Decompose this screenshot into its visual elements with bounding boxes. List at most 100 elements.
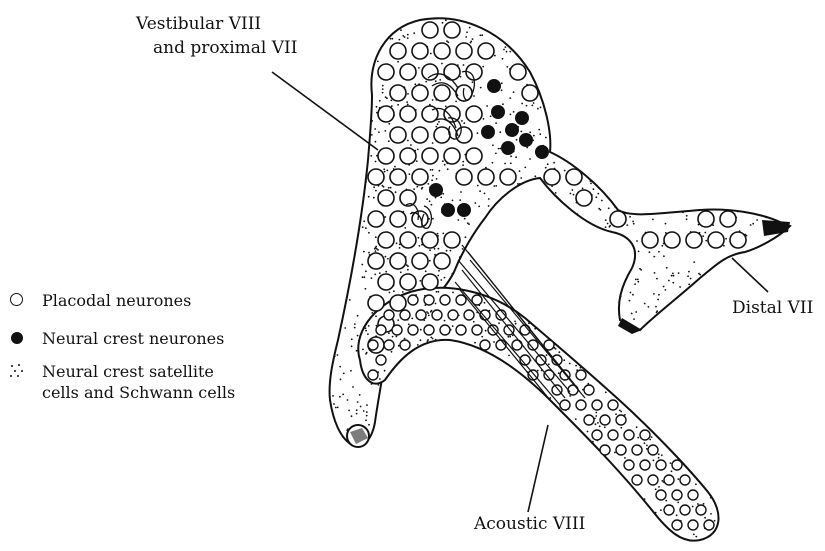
placodal-neurone bbox=[376, 355, 386, 365]
placodal-neurone bbox=[400, 64, 416, 80]
placodal-neurone bbox=[640, 430, 650, 440]
satellite-cell-dot bbox=[349, 299, 351, 301]
satellite-cell-dot bbox=[373, 197, 375, 199]
placodal-neurone bbox=[440, 295, 450, 305]
satellite-cell-dot bbox=[638, 251, 640, 253]
satellite-cell-dot bbox=[610, 231, 612, 233]
satellite-cell-dot bbox=[384, 370, 386, 372]
satellite-cell-dot bbox=[671, 275, 673, 277]
placodal-neurone bbox=[390, 43, 406, 59]
satellite-cell-dot bbox=[515, 156, 517, 158]
placodal-neurone bbox=[730, 232, 746, 248]
satellite-cell-dot bbox=[549, 397, 551, 399]
satellite-cell-dot bbox=[368, 325, 370, 327]
satellite-cell-dot bbox=[636, 240, 638, 242]
satellite-cell-dot bbox=[469, 27, 471, 29]
placodal-neurone bbox=[378, 64, 394, 80]
satellite-cell-dot bbox=[396, 242, 398, 244]
satellite-cell-dot bbox=[447, 168, 449, 170]
placodal-neurone bbox=[408, 295, 418, 305]
placodal-neurone bbox=[696, 505, 706, 515]
crest-neurone bbox=[487, 79, 501, 93]
satellite-cell-dot bbox=[534, 175, 536, 177]
satellite-cell-dot bbox=[375, 315, 377, 317]
satellite-cell-dot bbox=[400, 29, 402, 31]
satellite-cell-dot bbox=[483, 118, 485, 120]
satellite-cell-dot bbox=[590, 183, 592, 185]
crest-neurone bbox=[519, 133, 533, 147]
satellite-cell-dot bbox=[440, 197, 442, 199]
placodal-neurone bbox=[368, 295, 384, 311]
satellite-cell-dot bbox=[510, 155, 512, 157]
placodal-neurone bbox=[680, 475, 690, 485]
satellite-cell-dot bbox=[473, 321, 475, 323]
satellite-cell-dot bbox=[546, 354, 548, 356]
satellite-cell-dot bbox=[666, 267, 668, 269]
satellite-cell-dot bbox=[429, 260, 431, 262]
placodal-neurone bbox=[600, 415, 610, 425]
satellite-cell-dot bbox=[592, 441, 594, 443]
satellite-cell-dot bbox=[377, 401, 379, 403]
satellite-cell-dot bbox=[416, 186, 418, 188]
placodal-neurone bbox=[624, 460, 634, 470]
satellite-cell-dot bbox=[515, 323, 517, 325]
satellite-cell-dot bbox=[658, 251, 660, 253]
placodal-neurone bbox=[610, 211, 626, 227]
satellite-cell-dot bbox=[400, 271, 402, 273]
satellite-cell-dot bbox=[452, 325, 454, 327]
satellite-cell-dot bbox=[528, 322, 530, 324]
placodal-neurone bbox=[456, 127, 472, 143]
satellite-cell-dot bbox=[435, 126, 437, 128]
placodal-neurone bbox=[456, 43, 472, 59]
satellite-cell-dot bbox=[432, 99, 434, 101]
satellite-cell-dot bbox=[563, 359, 565, 361]
satellite-cell-dot bbox=[419, 245, 421, 247]
placodal-neurone bbox=[576, 370, 586, 380]
crest-neurone bbox=[441, 203, 455, 217]
placodal-neurone bbox=[400, 106, 416, 122]
satellite-cell-dot bbox=[495, 122, 497, 124]
satellite-cell-dot bbox=[364, 276, 366, 278]
satellite-cell-dot bbox=[646, 445, 648, 447]
satellite-cell-dot bbox=[644, 442, 646, 444]
ventral-nerve-stump bbox=[347, 425, 369, 447]
satellite-cell-dot bbox=[360, 406, 362, 408]
open-circle-icon bbox=[8, 290, 42, 311]
satellite-cell-dot bbox=[655, 512, 657, 514]
satellite-cell-dot bbox=[595, 415, 597, 417]
satellite-cell-dot bbox=[648, 306, 650, 308]
satellite-cell-dot bbox=[575, 418, 577, 420]
satellite-cell-dot bbox=[663, 286, 665, 288]
satellite-cell-dot bbox=[455, 101, 457, 103]
satellite-cell-dot bbox=[432, 169, 434, 171]
satellite-cell-dot bbox=[435, 303, 437, 305]
satellite-cell-dot bbox=[366, 411, 368, 413]
placodal-neurone bbox=[584, 415, 594, 425]
satellite-cell-dot bbox=[488, 198, 490, 200]
placodal-neurone bbox=[552, 385, 562, 395]
satellite-cell-dot bbox=[607, 223, 609, 225]
filled-circle-icon bbox=[8, 328, 42, 349]
satellite-cell-dot bbox=[407, 37, 409, 39]
satellite-cell-dot bbox=[337, 407, 339, 409]
satellite-cell-dot bbox=[632, 294, 634, 296]
satellite-cell-dot bbox=[397, 61, 399, 63]
placodal-neurone bbox=[648, 445, 658, 455]
satellite-cell-dot bbox=[631, 313, 633, 315]
satellite-cell-dot bbox=[371, 383, 373, 385]
satellite-cell-dot bbox=[365, 327, 367, 329]
satellite-cell-dot bbox=[407, 269, 409, 271]
satellite-cell-dot bbox=[436, 178, 438, 180]
satellite-cell-dot bbox=[374, 274, 376, 276]
satellite-cell-dot bbox=[635, 311, 637, 313]
satellite-cell-dot bbox=[379, 100, 381, 102]
placodal-neurone bbox=[616, 445, 626, 455]
satellite-cell-dot bbox=[445, 106, 447, 108]
satellite-cell-dot bbox=[668, 280, 670, 282]
satellite-cell-dot bbox=[480, 87, 482, 89]
satellite-cell-dot bbox=[697, 503, 699, 505]
placodal-neurone bbox=[592, 400, 602, 410]
satellite-cell-dot bbox=[545, 167, 547, 169]
satellite-cell-dot bbox=[502, 103, 504, 105]
placodal-neurone bbox=[648, 475, 658, 485]
